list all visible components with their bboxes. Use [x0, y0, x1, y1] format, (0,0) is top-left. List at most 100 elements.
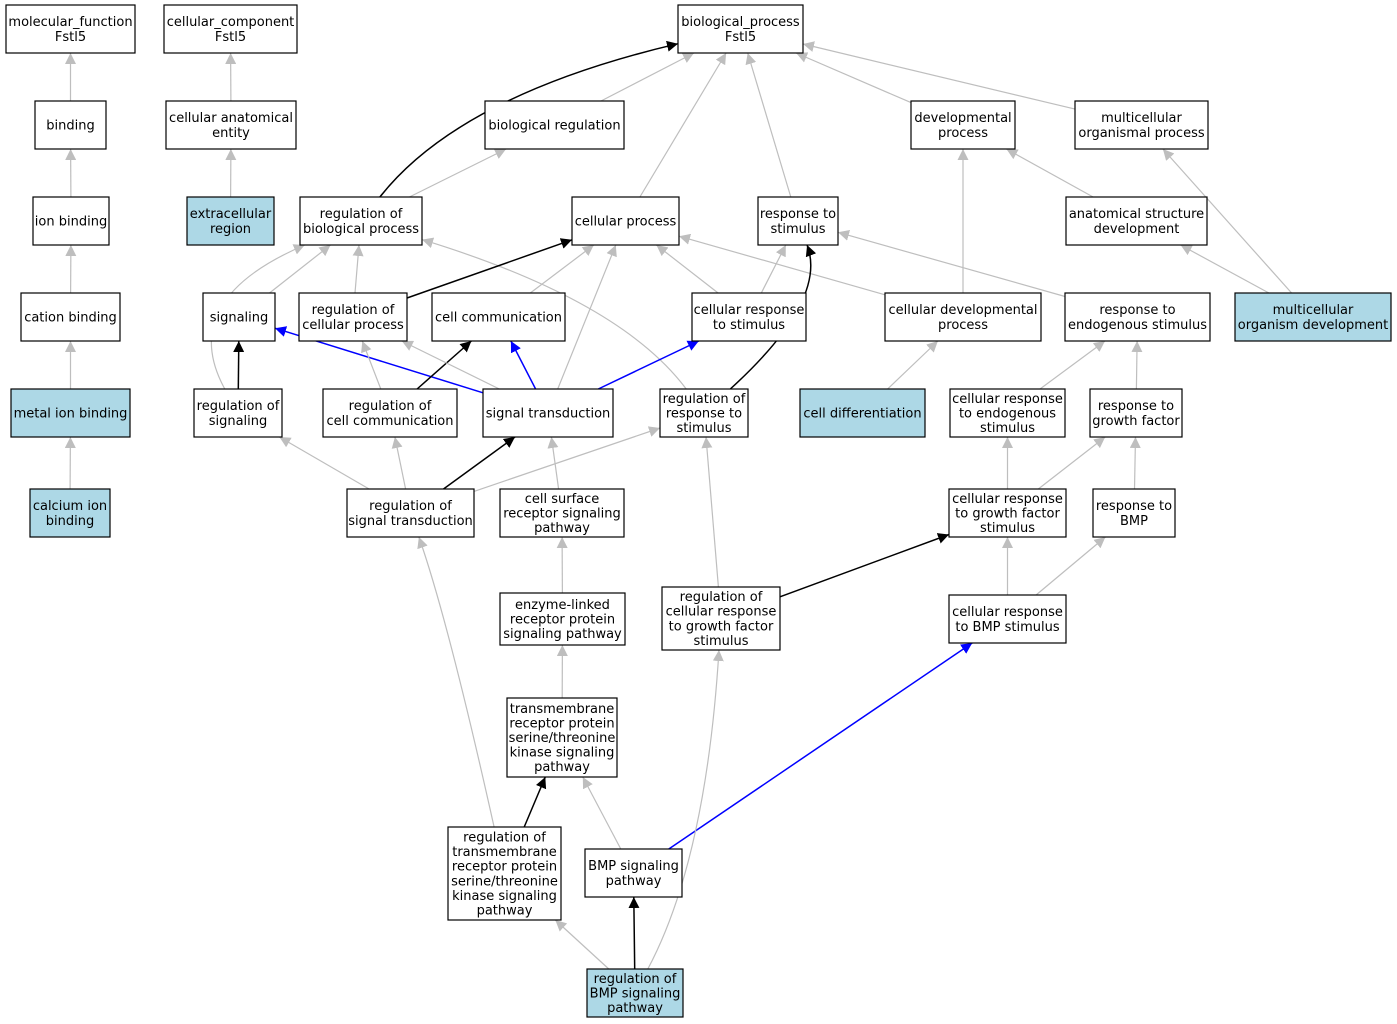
- node-label-line: receptor protein: [452, 860, 557, 875]
- node-box: [484, 100, 625, 150]
- node-label-line: cation binding: [24, 311, 117, 326]
- node-cd[interactable]: cell differentiation: [799, 388, 926, 438]
- node-label-line: pathway: [534, 760, 590, 775]
- node-label-line: response to: [760, 207, 836, 222]
- node-label-line: cellular anatomical: [169, 111, 293, 126]
- node-label-line: biological_process: [681, 15, 800, 30]
- node-ionb[interactable]: ion binding: [32, 196, 110, 246]
- node-box: [659, 388, 749, 438]
- node-label-line: transmembrane: [510, 702, 615, 717]
- node-st[interactable]: signal transduction: [482, 388, 614, 438]
- edge-rbmpsp-to-bmpsp: [628, 896, 640, 970]
- node-box: [691, 292, 807, 342]
- edge-st-to-cc2: [510, 340, 537, 390]
- node-label-line: receptor signaling: [503, 507, 621, 522]
- node-label-line: cell differentiation: [803, 407, 921, 422]
- node-label-line: process: [938, 126, 988, 141]
- node-box: [571, 196, 680, 246]
- node-box: [1064, 292, 1211, 342]
- edge-crbmp-to-rbmp: [1035, 536, 1106, 596]
- node-cc2[interactable]: cell communication: [431, 292, 566, 342]
- node-box: [165, 100, 297, 150]
- node-box: [910, 100, 1016, 150]
- node-label-line: receptor protein: [509, 716, 614, 731]
- node-label-line: extracellular: [190, 207, 272, 222]
- node-label-line: Fstl5: [55, 30, 86, 45]
- edge-res-to-rts: [837, 230, 1066, 298]
- node-box: [431, 292, 566, 342]
- node-label-line: multicellular: [1273, 303, 1354, 318]
- node-sig[interactable]: signaling: [202, 292, 276, 342]
- node-cp[interactable]: cellular process: [571, 196, 680, 246]
- node-box: [32, 196, 110, 246]
- node-label-line: regulation of: [320, 207, 403, 222]
- node-box: [298, 292, 408, 342]
- edge-rcc-to-rcp: [361, 340, 382, 390]
- node-label-line: to growth factor: [669, 619, 774, 634]
- node-label-line: binding: [46, 119, 94, 134]
- node-label-line: ion binding: [35, 215, 107, 230]
- node-label-line: cell surface: [525, 492, 600, 507]
- node-box: [34, 100, 107, 150]
- edge-cdp-to-cp: [678, 233, 886, 296]
- node-breg[interactable]: biological regulation: [484, 100, 625, 150]
- edge-rbmpsp-to-rtrp: [554, 919, 610, 970]
- node-binding[interactable]: binding: [34, 100, 107, 150]
- edge-rtrp-to-rst: [417, 536, 495, 828]
- node-label-line: response to: [666, 407, 742, 422]
- edge-csrsp-to-st: [547, 436, 560, 490]
- node-label-line: metal ion binding: [14, 407, 128, 422]
- node-label-line: biological process: [303, 222, 419, 237]
- node-label-line: transmembrane: [452, 845, 557, 860]
- node-box: [20, 292, 121, 342]
- node-label-line: pathway: [477, 904, 533, 919]
- node-label-line: regulation of: [663, 392, 746, 407]
- edge-rcp-to-rbp: [352, 244, 364, 294]
- node-label-line: response to: [1098, 399, 1174, 414]
- node-mib[interactable]: metal ion binding: [10, 388, 131, 438]
- edge-rcc-to-cc2: [416, 340, 472, 390]
- node-box: [1074, 100, 1209, 150]
- edge-rbp-to-breg: [409, 148, 507, 198]
- node-box: [506, 697, 618, 778]
- edge-crs-to-cp: [656, 244, 719, 294]
- node-catb[interactable]: cation binding: [20, 292, 121, 342]
- edge-rbmpsp-to-rcrgf: [647, 649, 724, 970]
- node-label-line: pathway: [607, 1001, 663, 1016]
- node-label-line: region: [210, 222, 251, 237]
- node-label-line: calcium ion: [33, 499, 107, 514]
- node-label-line: cell communication: [435, 311, 562, 326]
